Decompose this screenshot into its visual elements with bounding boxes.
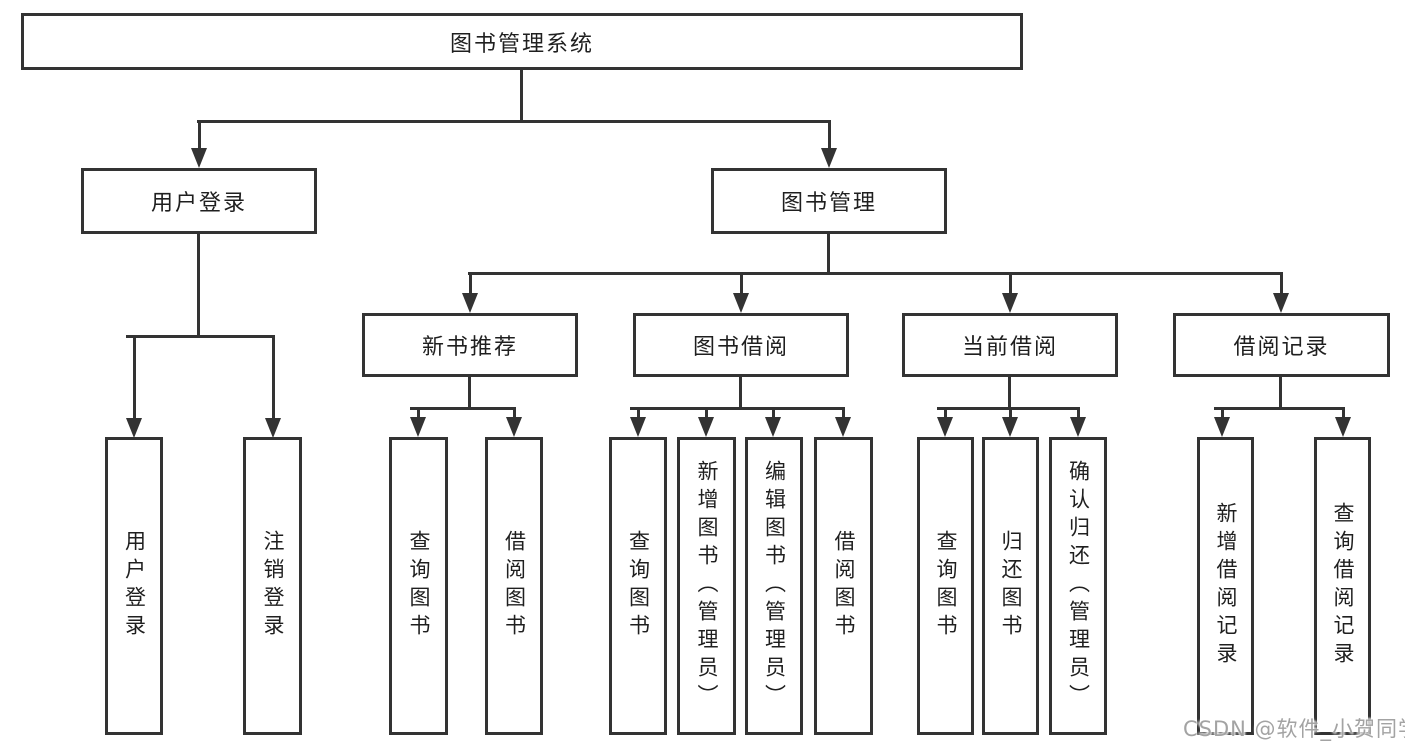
connector-root-split	[197, 120, 831, 123]
leaf-newbook-borrow: 借阅图书	[485, 437, 543, 735]
leaf-logout: 注销登录	[243, 437, 302, 735]
connector-borrow-record-split	[1214, 407, 1345, 410]
connector-borrow-record-stem	[1279, 377, 1282, 410]
leaf-logout-label: 注销登录	[261, 530, 285, 642]
node-book-borrow: 图书借阅	[633, 313, 849, 377]
node-current-borrow: 当前借阅	[902, 313, 1118, 377]
connector-book-borrow-stem	[739, 377, 742, 410]
node-book-mgmt: 图书管理	[711, 168, 947, 234]
watermark: CSDN @软件_小贺同学	[1183, 717, 1405, 741]
arrow-current-borrow-leaf-2	[1002, 407, 1018, 437]
arrow-to-book-mgmt	[821, 120, 837, 168]
connector-book-borrow-split	[630, 407, 845, 410]
arrow-book-borrow-leaf-2	[698, 407, 714, 437]
leaf-borrow-query: 查询图书	[609, 437, 667, 735]
node-borrow-record-label: 借阅记录	[1233, 335, 1330, 360]
leaf-user-login: 用户登录	[105, 437, 163, 735]
leaf-borrow-borrow: 借阅图书	[814, 437, 873, 735]
arrow-current-borrow-leaf-1	[937, 407, 953, 437]
arrow-to-borrow-record	[1273, 272, 1289, 313]
leaf-borrow-borrow-label: 借阅图书	[832, 530, 856, 642]
arrow-book-borrow-leaf-1	[630, 407, 646, 437]
arrow-to-book-borrow	[733, 272, 749, 313]
arrow-book-borrow-leaf-3	[765, 407, 781, 437]
node-borrow-record: 借阅记录	[1173, 313, 1390, 377]
leaf-record-query-label: 查询借阅记录	[1331, 502, 1355, 670]
leaf-current-return-label: 归还图书	[999, 530, 1023, 642]
connector-user-login-stem	[197, 234, 200, 338]
node-book-mgmt-label: 图书管理	[780, 191, 877, 216]
leaf-newbook-borrow-label: 借阅图书	[502, 530, 527, 642]
arrow-to-new-book	[462, 272, 478, 313]
leaf-current-query-label: 查询图书	[934, 530, 958, 642]
arrow-new-book-leaf-1	[410, 407, 426, 437]
leaf-borrow-add: 新增图书（管理员）	[677, 437, 736, 735]
arrow-to-leaf-logout	[265, 335, 281, 438]
node-new-book: 新书推荐	[362, 313, 578, 377]
arrow-to-leaf-login	[126, 335, 142, 438]
leaf-newbook-query: 查询图书	[389, 437, 448, 735]
leaf-current-confirm-label: 确认归还（管理员）	[1066, 460, 1091, 712]
node-book-borrow-label: 图书借阅	[692, 335, 789, 360]
node-root: 图书管理系统	[21, 13, 1023, 70]
arrow-current-borrow-leaf-3	[1070, 407, 1086, 437]
node-user-login-label: 用户登录	[150, 191, 247, 216]
leaf-current-confirm: 确认归还（管理员）	[1049, 437, 1107, 735]
connector-user-login-split	[126, 335, 275, 338]
arrow-borrow-record-leaf-1	[1214, 407, 1230, 437]
arrow-to-user-login	[191, 120, 207, 168]
node-root-label: 图书管理系统	[449, 31, 594, 57]
connector-new-book-split	[410, 407, 516, 410]
arrow-new-book-leaf-2	[506, 407, 522, 437]
leaf-record-query: 查询借阅记录	[1314, 437, 1371, 735]
leaf-record-add: 新增借阅记录	[1197, 437, 1254, 735]
connector-book-mgmt-stem	[827, 234, 830, 275]
connector-root-stem	[520, 69, 523, 123]
connector-new-book-stem	[468, 377, 471, 410]
arrow-book-borrow-leaf-4	[835, 407, 851, 437]
leaf-borrow-edit-label: 编辑图书（管理员）	[762, 460, 787, 712]
leaf-record-add-label: 新增借阅记录	[1214, 502, 1238, 670]
leaf-newbook-query-label: 查询图书	[407, 530, 431, 642]
connector-current-borrow-stem	[1008, 377, 1011, 410]
leaf-user-login-label: 用户登录	[122, 530, 147, 642]
connector-book-mgmt-split	[468, 272, 1283, 275]
arrow-borrow-record-leaf-2	[1335, 407, 1351, 437]
leaf-borrow-add-label: 新增图书（管理员）	[695, 460, 719, 712]
node-current-borrow-label: 当前借阅	[961, 335, 1058, 360]
arrow-to-current-borrow	[1002, 272, 1018, 313]
leaf-borrow-query-label: 查询图书	[626, 530, 651, 642]
node-new-book-label: 新书推荐	[421, 335, 518, 360]
leaf-borrow-edit: 编辑图书（管理员）	[745, 437, 803, 735]
leaf-current-return: 归还图书	[982, 437, 1039, 735]
leaf-current-query: 查询图书	[917, 437, 974, 735]
node-user-login: 用户登录	[81, 168, 317, 234]
